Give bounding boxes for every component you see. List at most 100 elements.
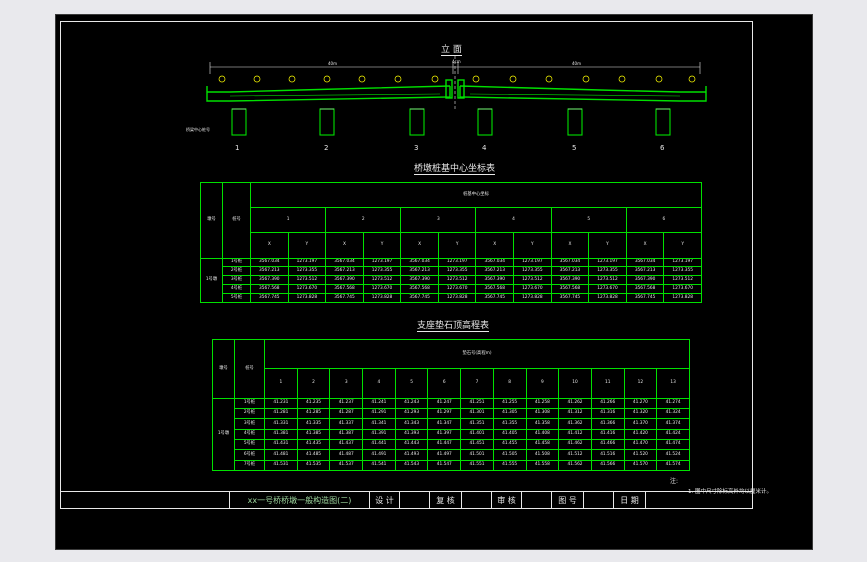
elev-cell: 41.385 [296,428,331,440]
elev-cell: 41.297 [427,407,462,420]
elev-cell: 41.237 [329,397,364,409]
coord-cell: 1273.355 [663,266,702,277]
design-label: 设 计 [370,492,400,509]
coord-cell: 1273.197 [663,257,702,268]
date-value [646,492,753,509]
elev-header-group: 垫石号(高程m) [264,338,690,370]
elev-cell: 41.391 [362,428,396,440]
elev-cell: 41.285 [296,407,331,420]
elev-cell: 41.243 [394,397,429,409]
elev-cell: 41.474 [656,438,690,451]
coord-sub-header: Y [362,232,402,259]
coord-cell: 1273.197 [437,257,477,268]
elev-cell: 41.491 [362,449,396,461]
elev-cell: 41.487 [329,449,364,461]
elev-col-header: 2 [296,368,331,399]
coord-cell: 3567.390 [400,275,439,286]
coord-cell: 1273.512 [362,275,402,286]
coord-row-label: 3号桩 [222,275,251,286]
pier-number: 3 [414,144,418,152]
coord-cell: 1273.512 [287,275,327,286]
coord-row-label: 4号桩 [222,284,251,295]
coord-cell: 1273.828 [362,293,402,303]
coord-cell: 3567.034 [550,257,590,268]
pier-number-labels: 1 2 3 4 5 6 [235,144,665,152]
elev-cell: 41.437 [329,438,364,451]
coord-cell: 3567.745 [550,293,590,303]
piers [231,108,671,136]
elev-cell: 41.551 [460,459,494,472]
coord-cell: 3567.213 [250,266,289,277]
elev-cell: 41.387 [329,428,364,440]
coord-cell: 1273.355 [588,266,627,277]
elev-cell: 41.435 [296,438,331,451]
coord-cell: 1273.670 [513,284,552,295]
elev-cell: 41.397 [427,428,462,440]
coord-cell: 1273.828 [437,293,477,303]
coord-pile-header: 5 [550,207,627,234]
girder-marks [229,93,681,97]
elev-cell: 41.537 [329,459,364,472]
coord-header-pier: 墩号 [200,182,223,259]
elev-col-header: 7 [460,368,494,399]
coord-sub-header: X [550,232,590,259]
elev-col-header: 8 [492,368,527,399]
elev-cell: 41.320 [623,407,658,420]
pier-number: 4 [482,144,487,152]
elev-cell: 41.531 [264,459,298,472]
elev-cell: 41.566 [590,459,625,472]
pier-number: 6 [660,144,665,152]
coord-sub-header: X [325,232,364,259]
coord-sub-header: Y [513,232,552,259]
coord-cell: 3567.213 [325,266,364,277]
elev-cell: 41.247 [427,397,462,409]
elev-cell: 41.458 [525,438,560,451]
elev-cell: 41.241 [362,397,396,409]
notes-heading: 注: [670,478,679,485]
elev-cell: 41.370 [623,418,658,430]
coord-row-label: 2号桩 [222,266,251,277]
pier-number: 2 [324,144,328,152]
elev-cell: 41.493 [394,449,429,461]
coord-header-pile: 桩号 [222,182,251,259]
elev-cell: 41.541 [362,459,396,472]
elev-cell: 41.455 [492,438,527,451]
elev-cell: 41.508 [525,449,560,461]
elev-cell: 41.343 [394,418,429,430]
elev-cell: 41.258 [525,397,560,409]
coord-cell: 3567.390 [325,275,364,286]
girder-outline [206,79,707,102]
coord-table-title: 桥墩桩基中心坐标表 [414,164,496,175]
coord-cell: 1273.197 [588,257,627,268]
elev-col-header: 11 [590,368,625,399]
title-block: xx一号桥桥墩一般构造图(二) 设 计 复 核 审 核 图 号 日 期 [60,491,753,509]
review-label: 复 核 [430,492,462,509]
elevation-title: 立 面 [441,45,462,56]
elev-cell: 41.270 [623,397,658,409]
review-value [462,492,492,509]
coord-pile-header: 2 [325,207,402,234]
elev-cell: 41.481 [264,449,298,461]
elev-cell: 41.347 [427,418,462,430]
coord-cell: 3567.568 [250,284,289,295]
elev-cell: 41.235 [296,397,331,409]
elev-cell: 41.331 [264,418,298,430]
elev-cell: 41.470 [623,438,658,451]
elev-col-header: 9 [525,368,560,399]
elev-header-pier: 墩号 [212,339,235,399]
elev-cell: 41.337 [329,418,364,430]
elev-col-header: 10 [558,368,592,399]
elev-cell: 41.558 [525,459,560,472]
design-value [400,492,430,509]
coord-cell: 1273.512 [588,275,627,286]
coord-cell: 3567.745 [475,293,515,303]
coord-cell: 3567.568 [325,284,364,295]
elev-row-label: 1号桩 [234,397,265,409]
